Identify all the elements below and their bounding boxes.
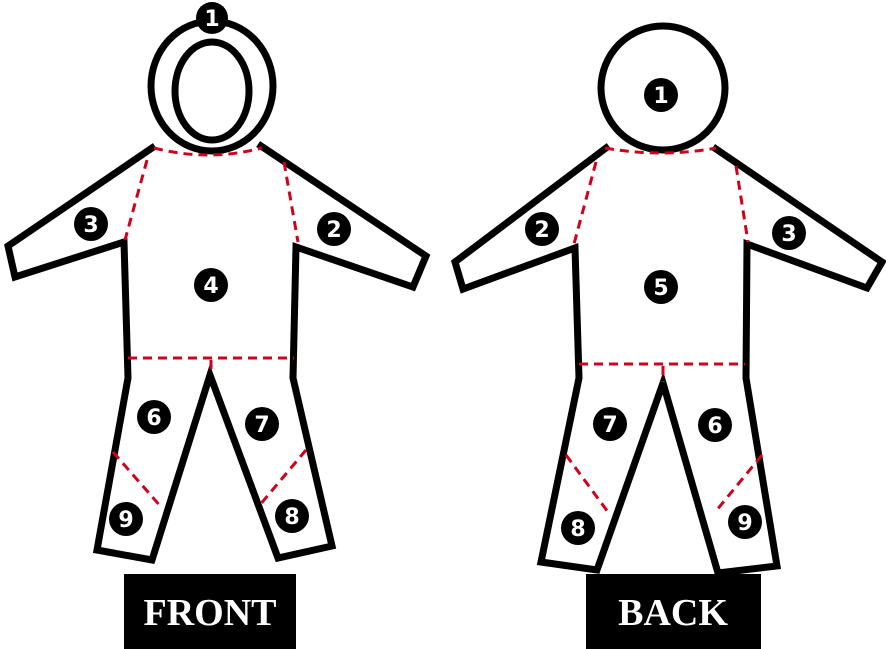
front-label-left-arm: 3 bbox=[74, 207, 108, 241]
svg-text:1: 1 bbox=[653, 84, 668, 109]
front-right-knee-seam bbox=[257, 449, 308, 507]
back-caption: BACK bbox=[586, 574, 761, 649]
svg-text:6: 6 bbox=[146, 406, 161, 431]
svg-text:7: 7 bbox=[254, 413, 269, 438]
svg-text:BACK: BACK bbox=[618, 592, 728, 634]
svg-text:4: 4 bbox=[203, 274, 218, 299]
back-label-left-arm: 2 bbox=[525, 212, 559, 246]
back-label-left-lower-leg: 8 bbox=[561, 511, 595, 545]
svg-text:7: 7 bbox=[602, 413, 617, 438]
front-neck-seam bbox=[153, 146, 263, 157]
svg-text:9: 9 bbox=[118, 508, 133, 533]
svg-text:2: 2 bbox=[326, 218, 341, 243]
front-label-right-upper-leg: 7 bbox=[245, 407, 279, 441]
svg-text:9: 9 bbox=[737, 511, 752, 536]
back-right-knee-seam bbox=[714, 454, 764, 512]
back-label-right-arm: 3 bbox=[772, 216, 806, 250]
back-body-outline bbox=[450, 143, 886, 577]
front-label-right-lower-leg: 8 bbox=[275, 499, 309, 533]
svg-text:1: 1 bbox=[204, 7, 219, 32]
svg-text:FRONT: FRONT bbox=[144, 592, 277, 634]
front-figure: 1 3 2 4 6 7 9 8 bbox=[4, 2, 431, 649]
back-left-knee-seam bbox=[564, 454, 610, 513]
svg-text:2: 2 bbox=[534, 218, 549, 243]
back-label-head: 1 bbox=[644, 78, 678, 112]
back-label-right-lower-leg: 9 bbox=[728, 505, 762, 539]
svg-text:3: 3 bbox=[781, 222, 796, 247]
front-left-knee-seam bbox=[111, 451, 164, 509]
front-label-left-upper-leg: 6 bbox=[137, 400, 171, 434]
front-label-head: 1 bbox=[196, 2, 228, 34]
back-label-torso: 5 bbox=[644, 270, 678, 304]
front-label-left-lower-leg: 9 bbox=[109, 502, 143, 536]
front-left-shoulder-seam bbox=[123, 159, 149, 241]
back-label-left-upper-leg: 7 bbox=[593, 407, 627, 441]
front-label-right-arm: 2 bbox=[317, 212, 351, 246]
front-body-outline bbox=[4, 141, 431, 564]
back-right-shoulder-seam bbox=[734, 165, 750, 243]
front-caption: FRONT bbox=[124, 574, 296, 649]
svg-text:3: 3 bbox=[83, 213, 98, 238]
front-face-opening bbox=[171, 38, 253, 144]
back-figure: 1 2 3 5 7 6 8 9 bbox=[450, 22, 886, 649]
svg-text:6: 6 bbox=[707, 414, 722, 439]
back-head-outline bbox=[597, 22, 729, 154]
front-right-shoulder-seam bbox=[282, 161, 300, 243]
back-label-right-upper-leg: 6 bbox=[698, 408, 732, 442]
back-left-shoulder-seam bbox=[572, 161, 598, 245]
svg-text:5: 5 bbox=[653, 276, 668, 301]
svg-text:8: 8 bbox=[570, 517, 585, 542]
svg-text:8: 8 bbox=[284, 505, 299, 530]
front-label-torso: 4 bbox=[194, 268, 228, 302]
